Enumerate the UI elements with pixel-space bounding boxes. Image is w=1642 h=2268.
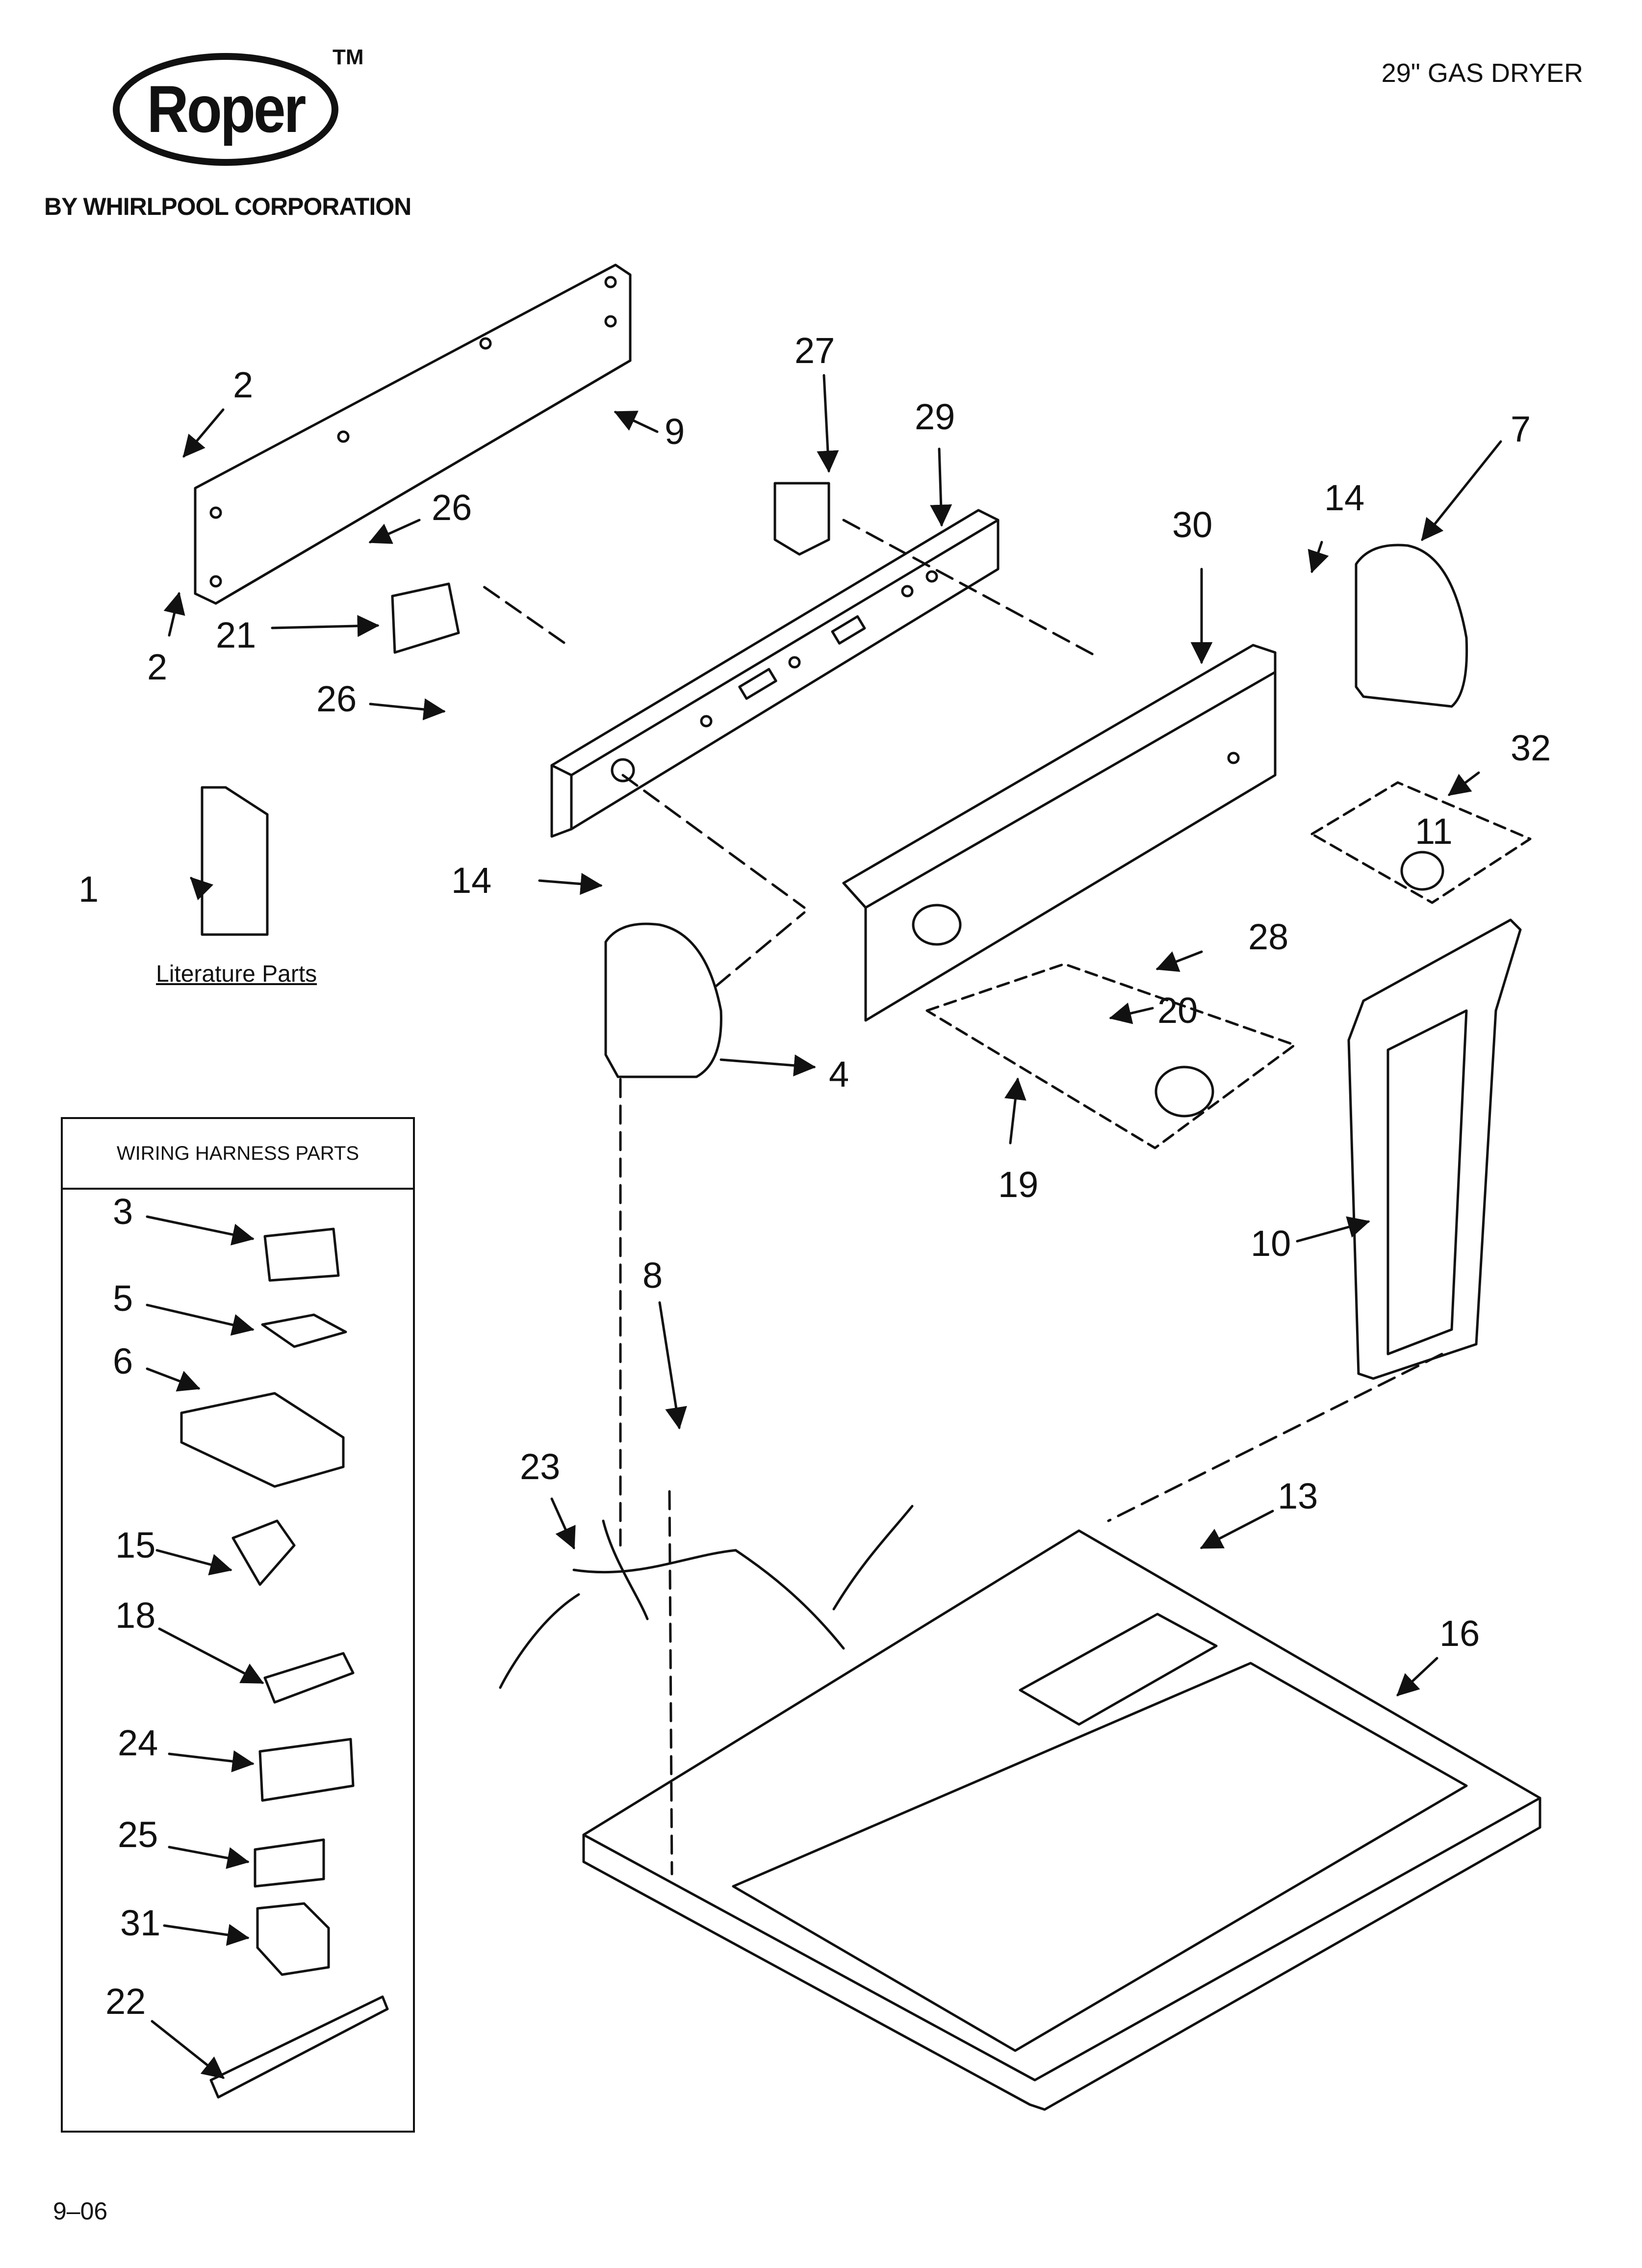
- callout-number-8: 8: [642, 1255, 663, 1296]
- callout-number-14: 14: [451, 860, 491, 901]
- connector-25-part: [254, 1838, 325, 1888]
- literature-parts-label: Literature Parts: [156, 961, 317, 987]
- top-panel-part: [582, 1529, 1541, 2111]
- callout-number-27: 27: [795, 330, 835, 371]
- callout-number-26: 26: [316, 678, 357, 719]
- timer-part: [391, 582, 460, 654]
- callout-number-2: 2: [147, 647, 167, 687]
- right-end-cap-part: [1355, 544, 1468, 708]
- switch-part: [773, 482, 830, 556]
- callout-number-18: 18: [115, 1595, 155, 1636]
- callout-number-14: 14: [1324, 477, 1364, 518]
- callout-number-23: 23: [520, 1446, 560, 1487]
- left-end-cap-part: [604, 922, 722, 1078]
- wiring-harness-parts-box: WIRING HARNESS PARTS: [61, 1117, 415, 2133]
- brand-byline: BY WHIRLPOOL CORPORATION: [44, 193, 411, 220]
- callout-number-26: 26: [432, 487, 472, 528]
- callout-number-7: 7: [1511, 409, 1531, 449]
- callout-number-1: 1: [78, 869, 99, 910]
- trademark-mark: TM: [333, 45, 364, 69]
- knob-group-28: [925, 963, 1296, 1149]
- callout-number-31: 31: [120, 1903, 160, 1943]
- literature-part: [201, 786, 269, 936]
- lint-screen-part: [1347, 918, 1522, 1380]
- rear-panel-part: [194, 263, 632, 605]
- callout-number-6: 6: [113, 1341, 133, 1382]
- callout-number-20: 20: [1157, 990, 1198, 1031]
- wiring-harness-parts-title: WIRING HARNESS PARTS: [63, 1119, 413, 1190]
- control-bracket-part: [550, 509, 1000, 838]
- console-part: [842, 644, 1277, 1022]
- callout-number-25: 25: [118, 1814, 158, 1855]
- callout-number-16: 16: [1439, 1613, 1480, 1654]
- connector-24-part: [258, 1738, 355, 1802]
- document-title: 29" GAS DRYER: [1381, 58, 1583, 88]
- logo-brand-name: Roper: [147, 72, 307, 147]
- callout-number-9: 9: [665, 411, 685, 452]
- callout-number-28: 28: [1248, 916, 1288, 957]
- wiring-harness-part: [499, 1505, 914, 1689]
- callout-number-3: 3: [113, 1191, 133, 1232]
- knob-group-32: [1310, 781, 1532, 904]
- page-footer-code: 9–06: [53, 2197, 108, 2225]
- callout-numbers: 1223456789101113141415161819202122232425…: [78, 330, 1551, 2022]
- callout-leaders: [146, 374, 1502, 2079]
- callout-number-15: 15: [115, 1525, 155, 1565]
- callout-number-5: 5: [113, 1278, 133, 1319]
- callout-number-21: 21: [216, 615, 256, 655]
- callout-number-13: 13: [1278, 1476, 1318, 1516]
- callout-number-2: 2: [233, 365, 253, 405]
- assembly-guide-lines: [482, 519, 1443, 1876]
- callout-number-22: 22: [105, 1981, 146, 2022]
- connector-5-part: [261, 1313, 347, 1348]
- callout-number-24: 24: [118, 1722, 158, 1763]
- knob-11-part: [1400, 851, 1444, 891]
- cable-tie-22-part: [209, 1995, 389, 2099]
- connector-3-part: [263, 1227, 340, 1282]
- wiring-small-parts: [180, 1227, 389, 2099]
- knob-20-part: [1155, 1066, 1214, 1118]
- callout-number-11: 11: [1415, 811, 1453, 852]
- connector-31-part: [256, 1902, 330, 1976]
- callout-number-32: 32: [1511, 728, 1551, 768]
- terminal-18-part: [263, 1652, 355, 1704]
- roper-logo: Roper TM: [113, 45, 364, 171]
- callout-number-29: 29: [915, 396, 955, 437]
- callout-number-4: 4: [829, 1054, 849, 1095]
- callout-number-10: 10: [1251, 1223, 1291, 1264]
- connector-6-part: [180, 1392, 345, 1488]
- callout-number-30: 30: [1172, 504, 1212, 545]
- callout-number-19: 19: [998, 1164, 1038, 1205]
- clip-15-part: [231, 1519, 296, 1586]
